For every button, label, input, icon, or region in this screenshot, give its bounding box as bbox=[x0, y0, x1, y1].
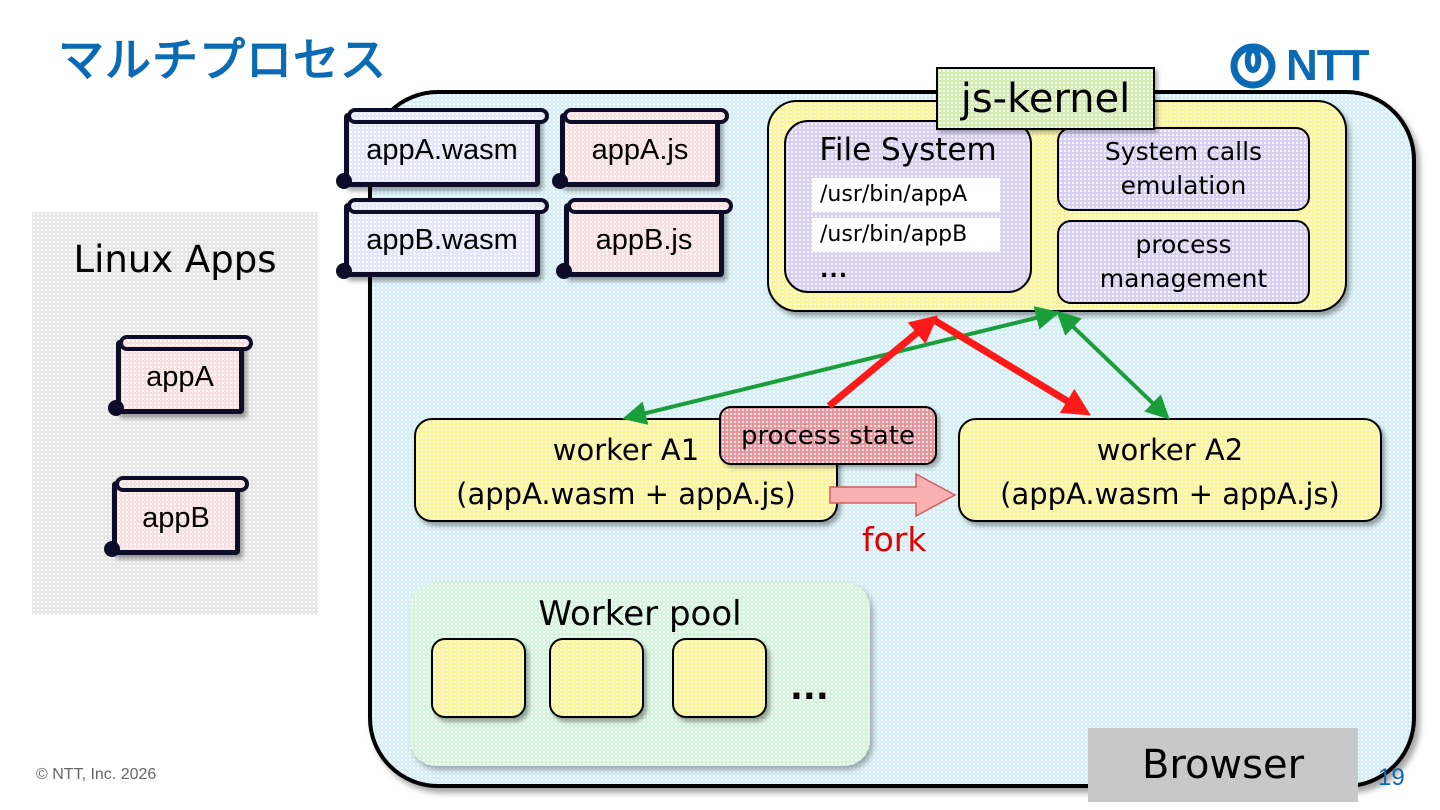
worker-pool-title: Worker pool bbox=[538, 594, 742, 634]
worker-a1-contents: (appA.wasm + appA.js) bbox=[456, 477, 796, 511]
scroll-label: appA.wasm bbox=[366, 133, 518, 166]
process-state-badge: process state bbox=[719, 406, 937, 465]
worker-a2: worker A2 (appA.wasm + appA.js) bbox=[958, 418, 1382, 522]
syscall-line1: System calls bbox=[1104, 137, 1263, 166]
fs-path-appA: /usr/bin/appA bbox=[812, 178, 1000, 212]
fs-more: ... bbox=[820, 258, 849, 283]
fork-label: fork bbox=[862, 520, 927, 559]
syscall-line2: emulation bbox=[1120, 171, 1247, 200]
fs-path-appB: /usr/bin/appB bbox=[812, 218, 1000, 252]
js-kernel-label: js-kernel bbox=[936, 67, 1155, 130]
page-number: 19 bbox=[1378, 764, 1405, 791]
linux-apps-title: Linux Apps bbox=[73, 238, 277, 281]
pool-slot bbox=[549, 638, 644, 718]
file-system-title: File System bbox=[819, 132, 997, 168]
pool-slot bbox=[431, 638, 526, 718]
scroll-appB: appB bbox=[104, 476, 249, 557]
syscall-emulation-box: System calls emulation bbox=[1057, 127, 1310, 211]
pool-more: ... bbox=[790, 668, 829, 708]
scroll-appB-wasm: appB.wasm bbox=[336, 198, 549, 279]
pool-slot bbox=[672, 638, 767, 718]
procmgmt-line2: management bbox=[1099, 264, 1268, 293]
scroll-label: appB.wasm bbox=[366, 223, 518, 256]
scroll-label: appA.js bbox=[591, 133, 689, 166]
scroll-appA: appA bbox=[108, 335, 253, 416]
scroll-label: appB bbox=[142, 501, 210, 534]
ntt-logo-icon bbox=[1230, 43, 1276, 89]
browser-label: Browser bbox=[1088, 728, 1358, 802]
worker-a2-contents: (appA.wasm + appA.js) bbox=[1000, 477, 1340, 511]
slide-title: マルチプロセス bbox=[58, 33, 387, 87]
worker-a1: worker A1 (appA.wasm + appA.js) bbox=[414, 418, 838, 522]
scroll-label: appB.js bbox=[595, 223, 693, 256]
copyright: © NTT, Inc. 2026 bbox=[36, 766, 157, 783]
procmgmt-line1: process bbox=[1135, 230, 1232, 259]
ntt-logo: NTT bbox=[1228, 41, 1370, 90]
scroll-label: appA bbox=[146, 360, 214, 393]
scroll-appA-wasm: appA.wasm bbox=[336, 108, 549, 189]
scroll-appA-js: appA.js bbox=[552, 108, 729, 189]
scroll-appB-js: appB.js bbox=[556, 198, 733, 279]
process-management-box: process management bbox=[1057, 220, 1310, 304]
logo-text: NTT bbox=[1286, 41, 1370, 90]
worker-a2-name: worker A2 bbox=[1096, 433, 1244, 467]
worker-a1-name: worker A1 bbox=[552, 433, 700, 467]
